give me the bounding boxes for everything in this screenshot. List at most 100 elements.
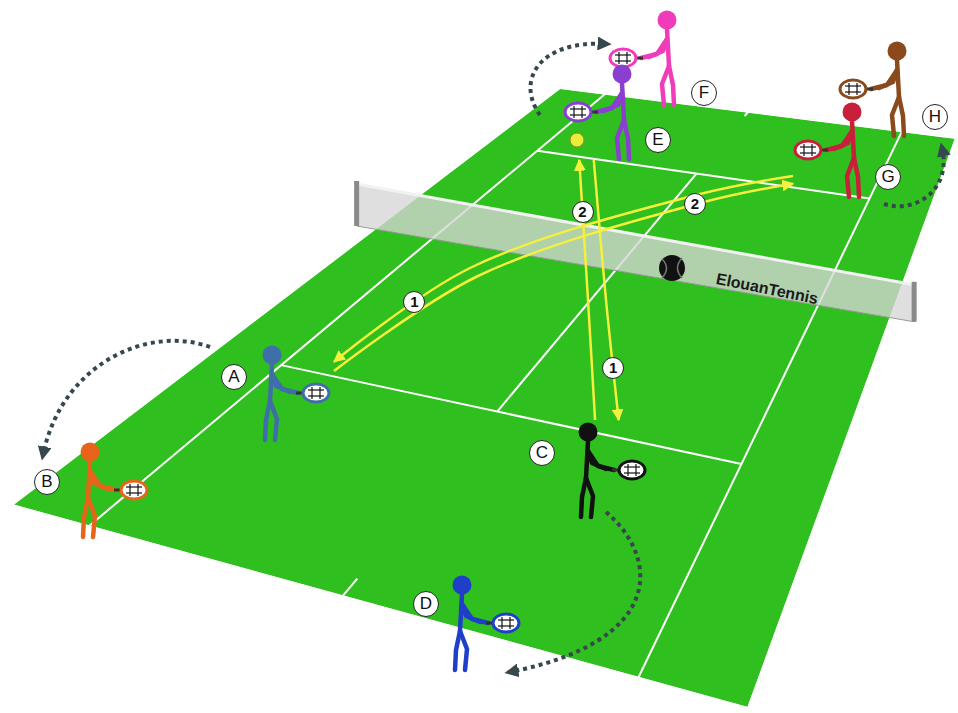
player-figure xyxy=(610,11,677,106)
player-head xyxy=(613,65,632,84)
racket-string xyxy=(570,108,586,109)
player-figure xyxy=(565,65,632,160)
service-line xyxy=(281,365,741,464)
racket-string xyxy=(319,387,320,399)
racket-head xyxy=(795,141,821,159)
shot-arrow xyxy=(334,176,793,362)
player-arm xyxy=(462,604,488,623)
logo-ball xyxy=(659,255,685,281)
player-arm xyxy=(90,471,116,490)
doubles-sideline xyxy=(12,88,560,505)
racket-string xyxy=(856,83,857,95)
racket-string xyxy=(800,146,816,147)
player-body xyxy=(897,60,899,97)
racket-string xyxy=(615,60,631,61)
player-box: D xyxy=(411,573,524,673)
player-body xyxy=(852,121,854,158)
player-letter: E xyxy=(645,127,671,153)
racket-string xyxy=(624,466,640,467)
racket-string xyxy=(137,484,138,496)
net-post xyxy=(354,181,359,226)
player-body xyxy=(460,594,462,631)
callout-number: 2 xyxy=(572,201,594,223)
player-box: C xyxy=(527,420,650,520)
racket-string xyxy=(845,91,861,92)
racket-string xyxy=(581,106,582,118)
player-leg xyxy=(854,158,859,197)
racket-string xyxy=(498,619,514,620)
racket-string xyxy=(129,484,130,496)
player-figure xyxy=(795,103,862,198)
racket-head xyxy=(565,103,591,121)
tennis-ball xyxy=(570,133,584,147)
player-arm xyxy=(596,93,622,112)
player-box: F xyxy=(608,8,719,108)
racket-head xyxy=(303,384,329,402)
net-tape xyxy=(357,184,915,285)
player-head xyxy=(453,576,472,595)
center-mark xyxy=(745,112,749,116)
court-surface xyxy=(12,88,956,708)
player-letter: F xyxy=(691,80,717,106)
callout-number: 1 xyxy=(602,357,624,379)
player-arm xyxy=(879,70,897,88)
player-box: H xyxy=(838,39,950,139)
player-body xyxy=(622,83,624,120)
player-box: B xyxy=(32,440,152,540)
racket-string xyxy=(615,54,631,55)
player-head xyxy=(658,11,677,30)
rotation-arrow xyxy=(510,512,640,672)
net-post xyxy=(912,282,917,322)
net xyxy=(357,181,915,322)
singles-sideline xyxy=(89,94,606,526)
racket-string xyxy=(635,464,636,476)
racket-string xyxy=(803,144,804,156)
player-body xyxy=(667,29,669,66)
player-figure xyxy=(263,346,330,441)
player-body xyxy=(88,461,90,498)
player-body xyxy=(586,441,588,478)
player-head xyxy=(263,346,282,365)
player-letter: G xyxy=(875,164,901,190)
logo-ball-seam xyxy=(678,258,683,278)
tennis-court xyxy=(12,88,956,708)
player-arm xyxy=(272,374,290,392)
racket-string xyxy=(308,395,324,396)
racket-string xyxy=(811,144,812,156)
player-letter: A xyxy=(221,364,247,390)
racket-string xyxy=(501,617,502,629)
racket-string xyxy=(498,625,514,626)
player-figure xyxy=(579,423,646,518)
baseline xyxy=(12,505,748,708)
racket-string xyxy=(627,464,628,476)
racket-string xyxy=(126,492,142,493)
callout-number: 1 xyxy=(403,291,425,313)
racket-string xyxy=(126,486,142,487)
racket-string xyxy=(308,389,324,390)
player-leg xyxy=(83,498,88,537)
player-arm xyxy=(604,93,622,111)
singles-sideline xyxy=(638,131,902,678)
player-letter: D xyxy=(413,591,439,617)
player-leg xyxy=(455,631,460,670)
racket-head xyxy=(121,481,147,499)
player-letter: C xyxy=(529,440,555,466)
racket-string xyxy=(573,106,574,118)
player-leg xyxy=(581,478,586,517)
shot-arrow xyxy=(579,160,595,420)
player-arm xyxy=(834,131,852,149)
player-arm xyxy=(641,39,667,58)
player-arm xyxy=(871,70,897,89)
player-letter: B xyxy=(34,469,60,495)
player-box: A xyxy=(218,343,334,445)
player-leg xyxy=(624,120,629,159)
racket-string xyxy=(626,52,627,64)
racket-string xyxy=(848,83,849,95)
racket-string xyxy=(618,52,619,64)
player-body xyxy=(270,364,272,401)
logo-ball-body xyxy=(659,255,685,281)
player-head xyxy=(579,423,598,442)
watermark: ElouanTennis xyxy=(714,270,819,308)
player-figure xyxy=(81,443,148,538)
